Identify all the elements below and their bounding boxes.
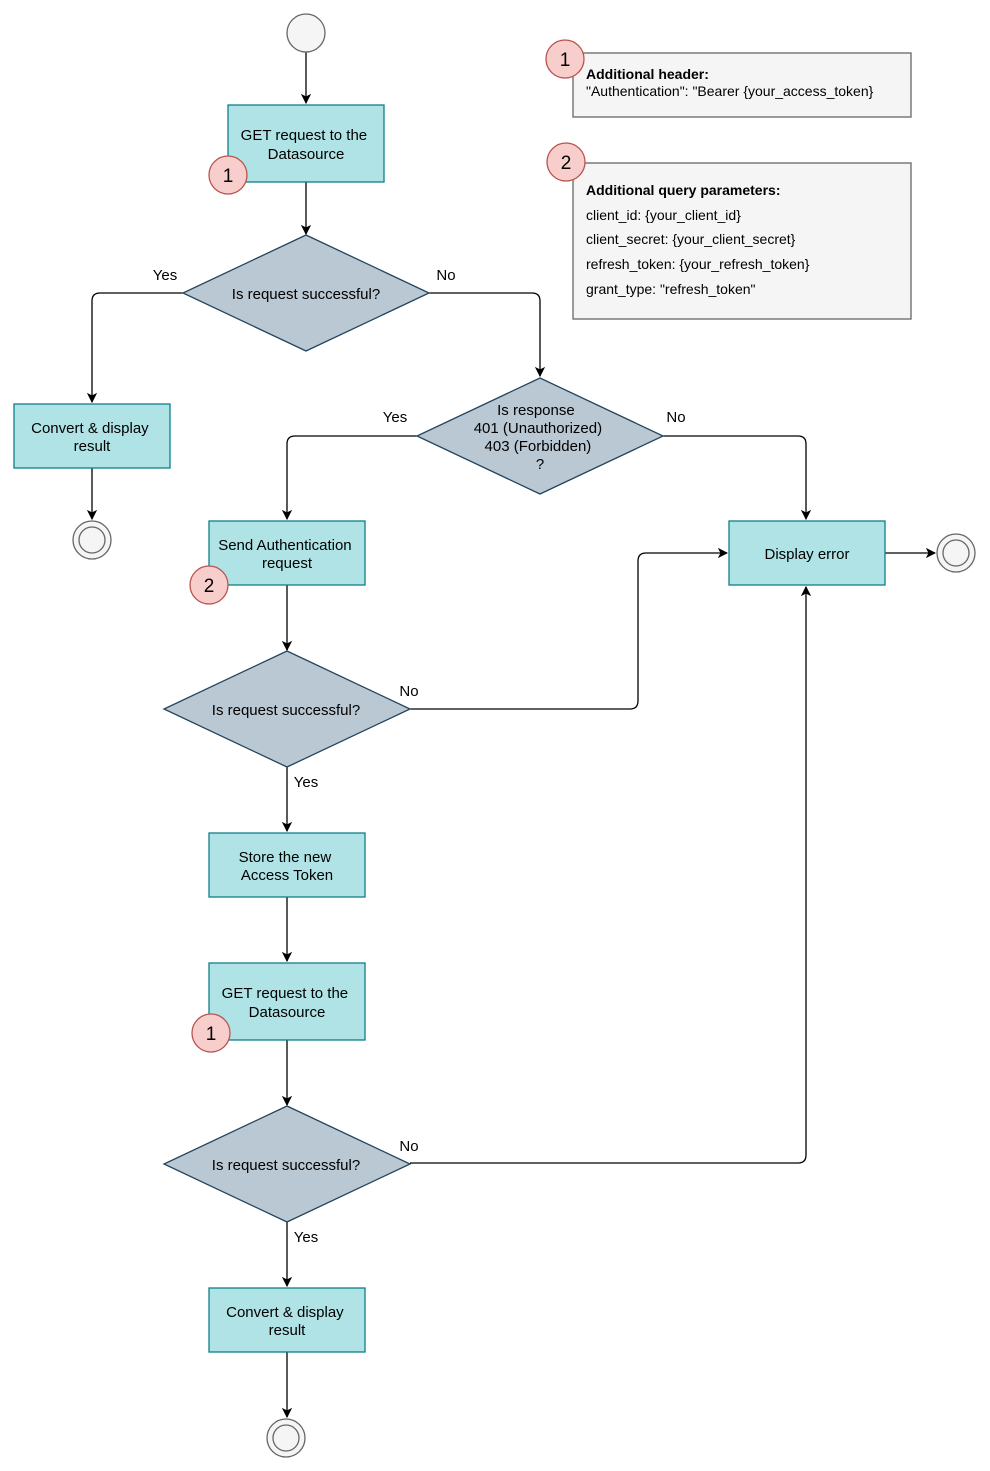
label-d3-no: No	[399, 1138, 418, 1155]
decision-request-successful-1: Is request successful?	[181, 234, 431, 352]
badge-get2-label: 1	[206, 1024, 217, 1045]
edge-decision401-yes	[287, 435, 417, 519]
process-get-request-1: GET request to the Datasource	[227, 104, 385, 183]
convert2-line-1: Convert & display	[226, 1304, 344, 1321]
label-d2-no: No	[399, 683, 418, 700]
note-query-title: Additional query parameters:	[586, 182, 781, 198]
note-query-line-3: refresh_token: {your_refresh_token}	[586, 256, 810, 272]
decision-request-successful-2: Is request successful?	[162, 650, 412, 768]
get1-line-2: Datasource	[268, 146, 345, 163]
process-store-token: Store the new Access Token	[208, 832, 366, 898]
end-node-left	[72, 520, 112, 560]
process-get-request-2: GET request to the Datasource	[208, 962, 366, 1041]
store-line-2: Access Token	[241, 867, 333, 884]
badge-note-1: 1	[545, 39, 585, 79]
label-d1-no: No	[436, 267, 455, 284]
store-line-1: Store the new	[239, 849, 332, 866]
process-convert-1: Convert & display result	[13, 403, 171, 469]
connectors	[92, 52, 935, 1417]
note-query-line-4: grant_type: "refresh_token"	[586, 281, 756, 297]
note-additional-header: Additional header: "Authentication": "Be…	[572, 52, 912, 118]
convert2-line-2: result	[269, 1322, 307, 1339]
decision-request-successful-3: Is request successful?	[162, 1105, 412, 1223]
decision401-line-4: ?	[536, 456, 544, 473]
end-node-bottom	[266, 1418, 306, 1458]
process-display-error: Display error	[728, 520, 886, 586]
badge-get1-label: 1	[223, 166, 234, 187]
svg-text:Convert & display result: Convert & display result	[226, 1304, 348, 1339]
note-query-line-1: client_id: {your_client_id}	[586, 207, 741, 223]
svg-text:GET request to the Datas: GET request to the Datasource	[222, 985, 353, 1021]
sendauth-line-1: Send Authentication	[218, 537, 351, 554]
get2-line-2: Datasource	[249, 1004, 326, 1021]
display-error-label: Display error	[764, 546, 849, 563]
badge-get-request-1: 1	[208, 155, 248, 195]
note-header-line-1: "Authentication": "Bearer {your_access_t…	[586, 83, 874, 99]
end-node-right	[936, 533, 976, 573]
note-header-title: Additional header:	[586, 66, 709, 82]
edge-decision1-yes	[92, 292, 183, 402]
decision401-line-3: 403 (Forbidden)	[485, 438, 592, 455]
decision-response-401-403: Is response 401 (Unauthorized) 403 (Forb…	[415, 377, 665, 495]
svg-text:Is response 401 (Unautho: Is response 401 (Unauthorized) 403 (Forb…	[474, 402, 607, 473]
badge-sendauth-label: 2	[204, 576, 215, 597]
edge-decision401-no	[663, 435, 806, 519]
svg-text:Is request successful?: Is request successful?	[232, 286, 380, 303]
edge-decision3-no	[410, 587, 806, 1164]
note-query-parameters: Additional query parameters: client_id: …	[572, 162, 912, 320]
edge-decision2-no	[410, 553, 727, 710]
label-d2-yes: Yes	[294, 774, 318, 791]
label-d3-yes: Yes	[294, 1229, 318, 1246]
process-send-auth: Send Authentication request	[208, 520, 366, 586]
decision1-label: Is request successful?	[232, 286, 380, 303]
decision401-line-1: Is response	[497, 402, 575, 419]
svg-text:Is request successful?: Is request successful?	[212, 702, 360, 719]
edge-labels: Yes No Yes No No Yes No Yes	[153, 267, 686, 1246]
get1-line-1: GET request to the	[241, 127, 367, 144]
svg-text:GET request to the Datas: GET request to the Datasource	[241, 127, 372, 163]
decision2-label: Is request successful?	[212, 702, 360, 719]
svg-text:Send Authentication requ: Send Authentication request	[218, 537, 356, 572]
svg-text:Is request successful?: Is request successful?	[212, 1157, 360, 1174]
svg-text:Convert & display result: Convert & display result	[31, 420, 153, 455]
convert1-line-2: result	[74, 438, 112, 455]
svg-text:Display error: Display error	[764, 546, 849, 563]
edge-decision1-no	[429, 292, 540, 376]
label-d401-yes: Yes	[383, 409, 407, 426]
badge-get-request-2: 1	[191, 1013, 231, 1053]
sendauth-line-2: request	[262, 555, 313, 572]
convert1-line-1: Convert & display	[31, 420, 149, 437]
label-d401-no: No	[666, 409, 685, 426]
badge-send-auth: 2	[189, 565, 229, 605]
badge-note-1-label: 1	[560, 50, 571, 71]
label-d1-yes: Yes	[153, 267, 177, 284]
process-convert-2: Convert & display result	[208, 1287, 366, 1353]
badge-note-2-label: 2	[561, 153, 572, 174]
note-query-line-2: client_secret: {your_client_secret}	[586, 231, 796, 247]
start-node	[286, 13, 326, 53]
get2-line-1: GET request to the	[222, 985, 348, 1002]
decision3-label: Is request successful?	[212, 1157, 360, 1174]
badge-note-2: 2	[546, 142, 586, 182]
decision401-line-2: 401 (Unauthorized)	[474, 420, 602, 437]
svg-text:Store the new Access Tok: Store the new Access Token	[239, 849, 336, 884]
